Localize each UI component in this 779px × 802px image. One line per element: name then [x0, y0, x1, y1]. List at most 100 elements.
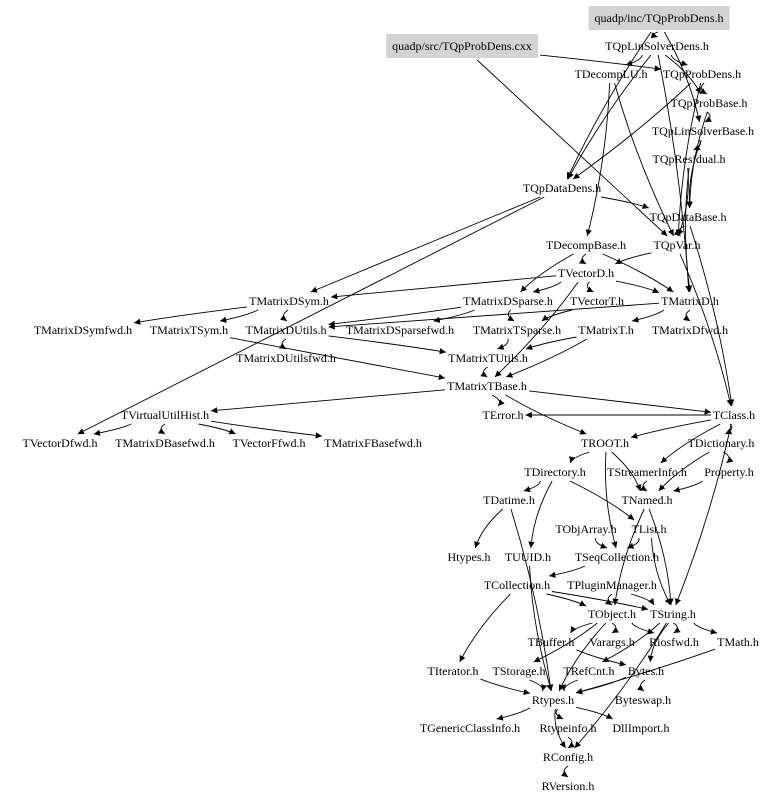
graph-node-TList[interactable]: TList.h [631, 522, 667, 536]
edge-TDecompBase-to-TVectorD [578, 253, 587, 265]
graph-node-Htypes[interactable]: Htypes.h [447, 550, 491, 564]
graph-node-TObject[interactable]: TObject.h [587, 607, 637, 621]
edge-TString-to-Bytes [647, 622, 670, 663]
graph-node-TNamed[interactable]: TNamed.h [621, 493, 673, 507]
graph-node-TMatrixTUtils[interactable]: TMatrixTUtils.h [448, 351, 528, 365]
edge-TDirectory-to-TDatime [523, 480, 541, 493]
graph-node-TVectorFfwd[interactable]: TVectorFfwd.h [232, 436, 306, 450]
edge-TMatrixT-to-TMatrixTUtils [525, 336, 577, 350]
graph-node-TMatrixDfwd[interactable]: TMatrixDfwd.h [651, 323, 729, 337]
graph-node-TMatrixDSymfwd[interactable]: TMatrixDSymfwd.h [33, 323, 133, 337]
edge-TQpDataDens-to-TMatrixDSym [310, 196, 541, 293]
graph-node-src_TQpProbDens[interactable]: quadp/src/TQpProbDens.cxx [386, 34, 538, 58]
edge-TVirtualUtilHist-to-TVectorDfwd [93, 423, 132, 436]
graph-node-TMatrixDSparsefwd[interactable]: TMatrixDSparsefwd.h [345, 323, 455, 337]
graph-node-Bytes[interactable]: Bytes.h [627, 664, 665, 678]
edge-TPluginManager-to-TObject [605, 593, 613, 606]
edge-TDirectory-to-TList [569, 480, 635, 521]
graph-node-TSeqCollection[interactable]: TSeqCollection.h [574, 550, 660, 564]
edge-TVectorD-to-TMatrixTBase [494, 281, 579, 378]
graph-node-Rtypes[interactable]: Rtypes.h [531, 693, 575, 707]
edge-TStreamerInfo-to-TNamed [639, 480, 648, 492]
edge-TCollection-to-TObject [546, 593, 587, 607]
graph-node-TMatrixDSparse[interactable]: TMatrixDSparse.h [463, 294, 553, 308]
graph-node-TUUID[interactable]: TUUID.h [504, 550, 552, 564]
graph-node-TQpVar[interactable]: TQpVar.h [653, 238, 701, 252]
graph-node-Property[interactable]: Property.h [704, 465, 754, 479]
graph-node-TPluginManager[interactable]: TPluginManager.h [567, 578, 657, 592]
graph-node-TQpLinSolverBase[interactable]: TQpLinSolverBase.h [651, 124, 755, 138]
edge-TIterator-to-Rtypes [480, 678, 531, 696]
graph-node-TQpDataDens[interactable]: TQpDataDens.h [522, 181, 602, 195]
graph-node-TMatrixDBasefwd[interactable]: TMatrixDBasefwd.h [115, 436, 215, 450]
graph-node-Varargs[interactable]: Varargs.h [589, 635, 635, 649]
graph-node-TStorage[interactable]: TStorage.h [492, 664, 546, 678]
graph-node-TBuffer[interactable]: TBuffer.h [527, 635, 575, 649]
graph-node-TQpProbDens[interactable]: TQpProbDens.h [662, 67, 742, 81]
graph-node-TStreamerInfo[interactable]: TStreamerInfo.h [607, 465, 687, 479]
graph-node-TRefCnt[interactable]: TRefCnt.h [563, 664, 615, 678]
edge-TQpProbDens-to-TQpProbBase [699, 82, 708, 95]
graph-node-TVectorD[interactable]: TVectorD.h [557, 266, 615, 280]
graph-node-TMatrixDSym[interactable]: TMatrixDSym.h [249, 294, 329, 308]
edge-TDecompLU-to-TQpVar [614, 82, 674, 237]
graph-node-TMatrixDUtils[interactable]: TMatrixDUtils.h [245, 323, 327, 337]
graph-node-TGenericClassInfo[interactable]: TGenericClassInfo.h [419, 721, 521, 735]
edge-TUUID-to-Rtypes [529, 565, 553, 692]
graph-node-TQpResidual[interactable]: TQpResidual.h [652, 152, 726, 166]
edge-Rtypes-to-Rtypeinfo [555, 708, 564, 720]
graph-node-TMatrixDUtilsfwd[interactable]: TMatrixDUtilsfwd.h [236, 351, 336, 365]
graph-node-inc_TQpProbDens[interactable]: quadp/inc/TQpProbDens.h [588, 6, 730, 30]
graph-node-TString[interactable]: TString.h [650, 607, 696, 621]
graph-node-Byteswap[interactable]: Byteswap.h [614, 693, 672, 707]
edge-TMatrixT-to-TMatrixTBase [505, 338, 588, 378]
edge-TVectorD-to-TMatrixDSparse [532, 281, 562, 294]
graph-node-TDictionary[interactable]: TDictionary.h [687, 436, 755, 450]
graph-node-TIterator[interactable]: TIterator.h [427, 664, 479, 678]
graph-node-RVersion[interactable]: RVersion.h [541, 779, 595, 793]
graph-node-TVirtualUtilHist[interactable]: TVirtualUtilHist.h [120, 408, 210, 422]
graph-node-TObjArray[interactable]: TObjArray.h [555, 522, 617, 536]
edge-TQpLinSolverBase-to-TQpDataBase [686, 139, 702, 209]
edge-TCollection-to-TIterator [459, 593, 511, 663]
graph-node-TDirectory[interactable]: TDirectory.h [524, 465, 586, 479]
graph-node-Riosfwd[interactable]: Riosfwd.h [649, 635, 699, 649]
graph-node-DllImport[interactable]: DllImport.h [612, 721, 670, 735]
edge-RConfig-to-RVersion [561, 765, 569, 778]
edge-Bytes-to-Rtypes [575, 676, 627, 695]
edge-TQpLinSolverDens-to-TQpProbDens [671, 54, 688, 67]
graph-node-TVectorDfwd[interactable]: TVectorDfwd.h [22, 436, 98, 450]
graph-node-TMatrixTSparse[interactable]: TMatrixTSparse.h [472, 323, 562, 337]
graph-node-TQpProbBase[interactable]: TQpProbBase.h [670, 96, 748, 110]
graph-node-TCollection[interactable]: TCollection.h [483, 578, 551, 592]
graph-node-TVectorT[interactable]: TVectorT.h [569, 294, 625, 308]
graph-node-TQpLinSolverDens[interactable]: TQpLinSolverDens.h [605, 39, 709, 53]
edge-TVirtualUtilHist-to-TMatrixFBasefwd [210, 420, 323, 439]
edge-TMatrixTBase-to-TROOT [505, 394, 587, 435]
graph-node-TMath[interactable]: TMath.h [717, 635, 759, 649]
graph-node-TMatrixD[interactable]: TMatrixD.h [661, 294, 719, 308]
edge-TObject-to-Rtypes [558, 622, 607, 692]
edge-TMatrixD-to-TMatrixDUtils [328, 302, 660, 330]
graph-node-TError[interactable]: TError.h [482, 408, 524, 422]
graph-node-Rtypeinfo[interactable]: Rtypeinfo.h [539, 721, 597, 735]
graph-node-TDecompBase[interactable]: TDecompBase.h [545, 238, 627, 252]
graph-node-TDatime[interactable]: TDatime.h [483, 493, 535, 507]
graph-node-TMatrixTSym[interactable]: TMatrixTSym.h [149, 323, 229, 337]
edge-TVectorT-to-TMatrixTSparse [541, 309, 573, 322]
graph-node-TMatrixFBasefwd[interactable]: TMatrixFBasefwd.h [324, 436, 422, 450]
edge-TMatrixTBase-to-TVirtualUtilHist [210, 389, 446, 414]
graph-node-TDecompLU[interactable]: TDecompLU.h [574, 67, 648, 81]
graph-node-TMatrixTBase[interactable]: TMatrixTBase.h [447, 379, 527, 393]
graph-node-TROOT[interactable]: TROOT.h [580, 436, 630, 450]
graph-node-TClass[interactable]: TClass.h [712, 408, 756, 422]
edge-TObjArray-to-TSeqCollection [595, 537, 608, 549]
edge-TMatrixTBase-to-TError [491, 394, 505, 407]
edge-TQpDataDens-to-TVectorDfwd [77, 196, 545, 435]
edge-TVectorD-to-TMatrixDSym [330, 275, 557, 300]
edge-TDirectory-to-TUUID [528, 480, 553, 549]
graph-node-RConfig[interactable]: RConfig.h [542, 750, 594, 764]
graph-node-TMatrixT[interactable]: TMatrixT.h [578, 323, 634, 337]
graph-node-TQpDataBase[interactable]: TQpDataBase.h [649, 210, 727, 224]
